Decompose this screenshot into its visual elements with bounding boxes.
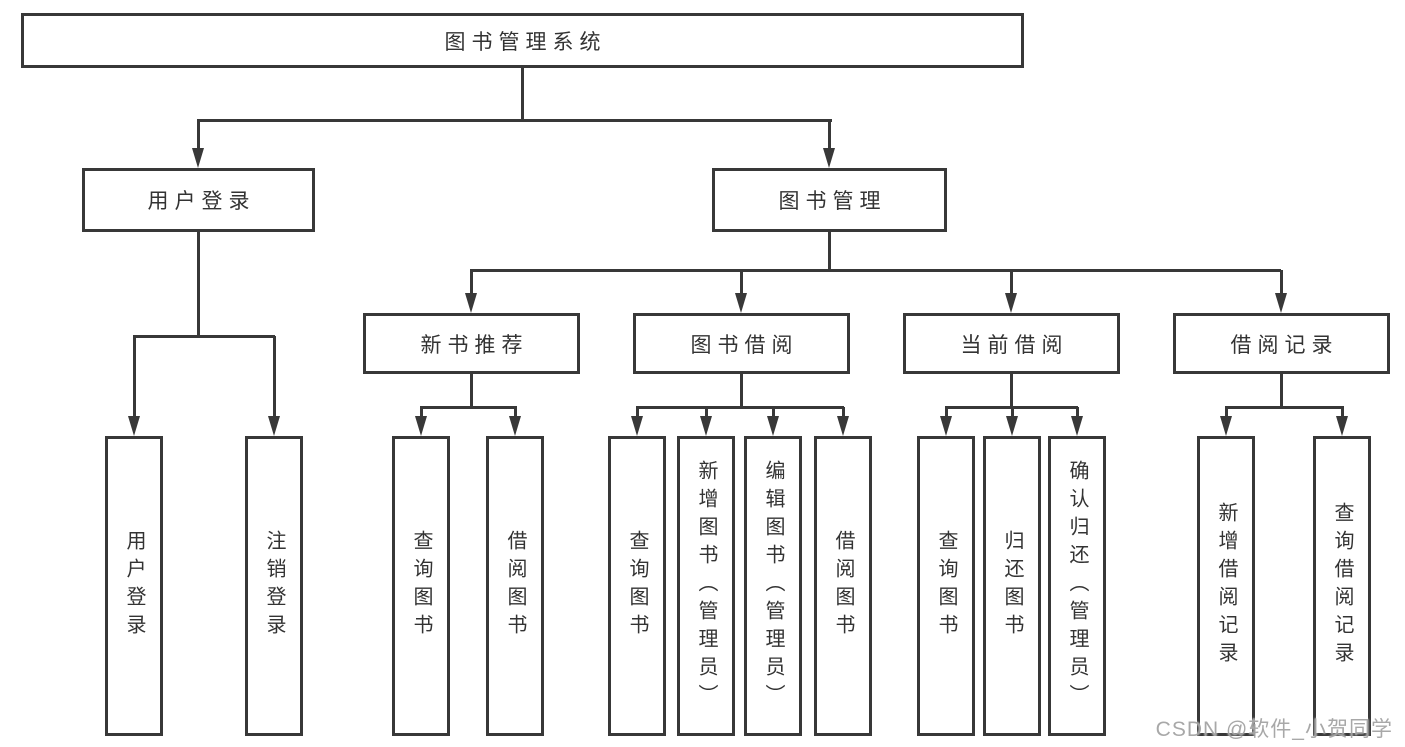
connector-stub [1010,374,1013,409]
connector-user-login-stub [197,232,200,338]
connector-book-mgmt-split [470,269,1281,272]
leaf-query-book-1-label: 查询图书 [410,530,432,642]
node-borrow-record-label: 借阅记录 [1230,333,1339,357]
node-book-management: 图书管理 [712,168,947,232]
leaf-user-login: 用户登录 [105,436,163,736]
connector-root-split [197,119,832,122]
connector-split [636,406,844,409]
connector-book-mgmt-stub [828,232,831,272]
leaf-add-book: 新增图书（管理员） [677,436,735,736]
connector-stem [1011,407,1014,419]
arrow-down-icon [465,293,477,313]
connector-stub [1280,374,1283,409]
connector-stem [470,270,473,295]
arrow-down-icon [700,416,712,436]
leaf-query-record-label: 查询借阅记录 [1331,502,1353,670]
arrow-down-icon [509,416,521,436]
connector-stem [705,407,708,419]
leaf-add-record-label: 新增借阅记录 [1215,502,1237,670]
leaf-add-record: 新增借阅记录 [1197,436,1255,736]
arrow-down-icon [268,416,280,436]
leaf-query-book-1: 查询图书 [392,436,450,736]
arrow-down-icon [128,416,140,436]
connector-split [420,406,517,409]
arrow-down-icon [1006,416,1018,436]
node-current-borrow-label: 当前借阅 [960,333,1069,357]
connector-user-login-split [133,335,275,338]
arrow-down-icon [1071,416,1083,436]
node-book-borrow-label: 图书借阅 [690,333,799,357]
leaf-borrow-book-1: 借阅图书 [486,436,544,736]
connector-split [1225,406,1344,409]
node-user-login: 用户登录 [82,168,315,232]
node-root-label: 图书管理系统 [444,30,607,54]
leaf-logout-label: 注销登录 [263,530,285,642]
leaf-query-book-3-label: 查询图书 [935,530,957,642]
connector-root-stub [521,68,524,122]
leaf-borrow-book-2: 借阅图书 [814,436,872,736]
connector-stem-user-login [197,120,200,152]
connector-stub [470,374,473,409]
node-new-book-recommend-label: 新书推荐 [420,333,529,357]
connector-stem [1280,270,1283,295]
connector-stem [772,407,775,419]
arrow-down-icon [1336,416,1348,436]
leaf-confirm-return-label: 确认归还（管理员） [1066,460,1088,712]
connector-stem [514,407,517,419]
leaf-add-book-label: 新增图书（管理员） [695,460,717,712]
connector-stem [1076,407,1079,419]
connector-stem [133,336,136,418]
connector-stem [1341,407,1344,419]
leaf-query-record: 查询借阅记录 [1313,436,1371,736]
leaf-return-book-label: 归还图书 [1001,530,1023,642]
connector-stem-book-mgmt [828,120,831,152]
leaf-borrow-book-1-label: 借阅图书 [504,530,526,642]
connector-stem [842,407,845,419]
arrow-down-icon [415,416,427,436]
node-user-login-label: 用户登录 [147,190,256,213]
connector-stem [1225,407,1228,419]
node-borrow-record: 借阅记录 [1173,313,1390,374]
arrow-down-icon [735,293,747,313]
connector-stem [420,407,423,419]
connector-stub [740,374,743,409]
leaf-confirm-return: 确认归还（管理员） [1048,436,1106,736]
arrow-down-icon [1005,293,1017,313]
leaf-edit-book: 编辑图书（管理员） [744,436,802,736]
node-book-management-label: 图书管理 [778,190,887,213]
arrow-down-icon [1275,293,1287,313]
connector-stem [636,407,639,419]
arrow-down-icon [192,148,204,168]
connector-stem [1010,270,1013,295]
arrow-down-icon [837,416,849,436]
leaf-edit-book-label: 编辑图书（管理员） [762,460,784,712]
node-new-book-recommend: 新书推荐 [363,313,580,374]
arrow-down-icon [940,416,952,436]
leaf-user-login-label: 用户登录 [123,530,145,642]
leaf-borrow-book-2-label: 借阅图书 [832,530,854,642]
node-current-borrow: 当前借阅 [903,313,1120,374]
leaf-return-book: 归还图书 [983,436,1041,736]
connector-stem [945,407,948,419]
leaf-query-book-2-label: 查询图书 [626,530,648,642]
leaf-query-book-2: 查询图书 [608,436,666,736]
arrow-down-icon [823,148,835,168]
connector-stem [273,336,276,418]
arrow-down-icon [1220,416,1232,436]
connector-stem [740,270,743,295]
leaf-logout: 注销登录 [245,436,303,736]
node-root: 图书管理系统 [21,13,1024,68]
arrow-down-icon [767,416,779,436]
node-book-borrow: 图书借阅 [633,313,850,374]
arrow-down-icon [631,416,643,436]
leaf-query-book-3: 查询图书 [917,436,975,736]
csdn-watermark: CSDN @软件_小贺同学 [1155,718,1393,741]
